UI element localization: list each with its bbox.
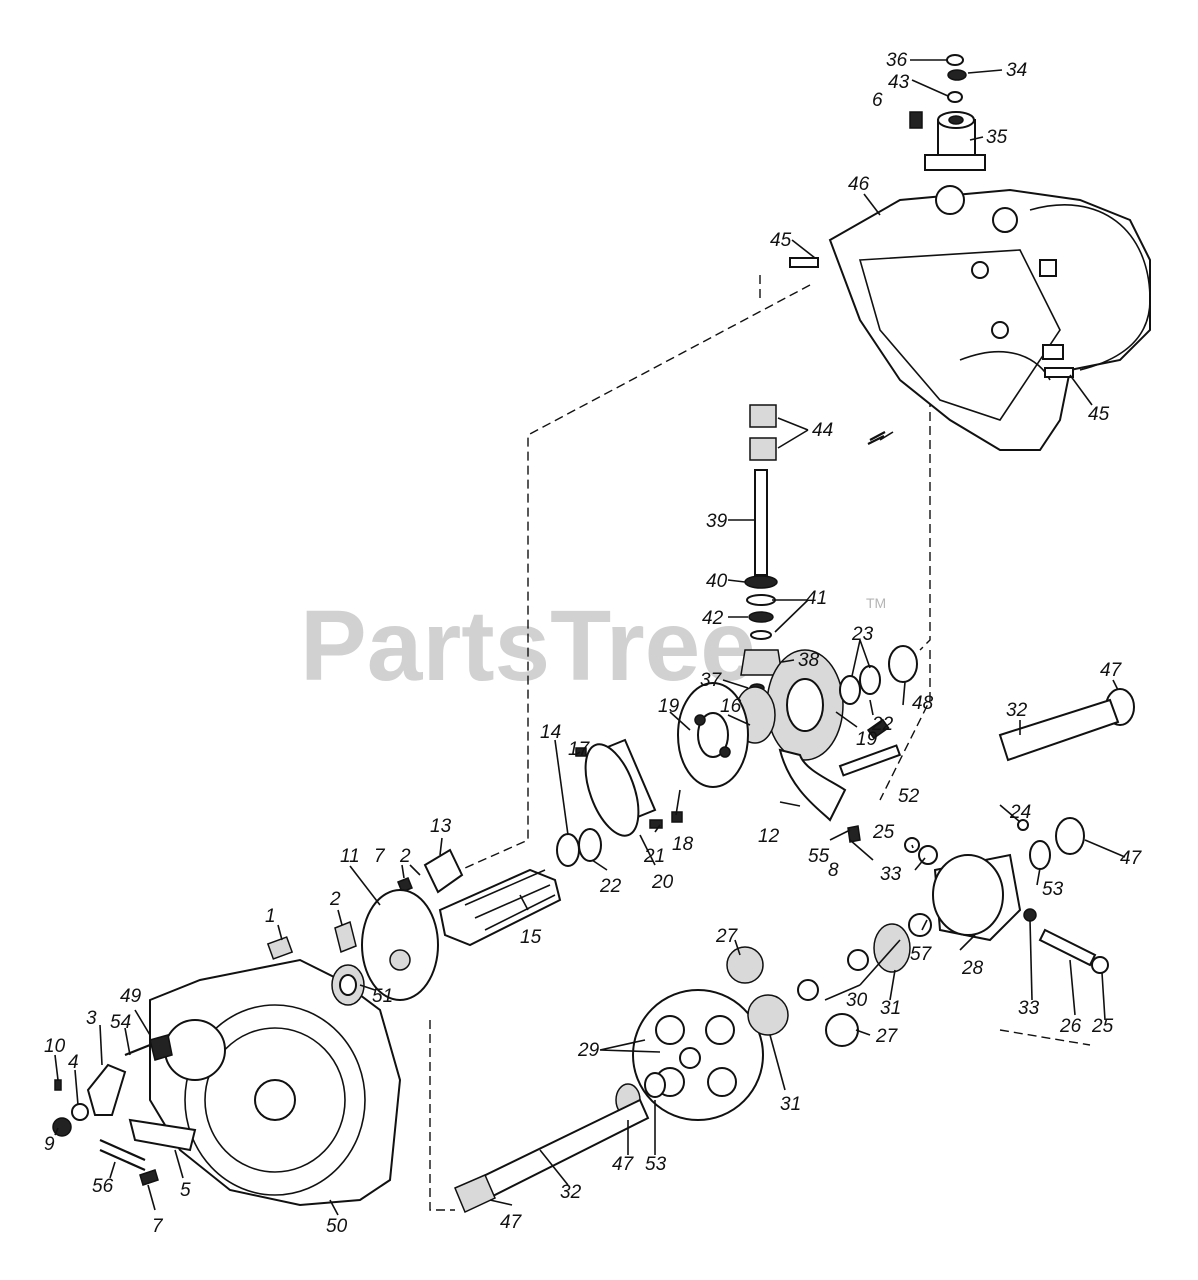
center-shaft-stack [740, 404, 783, 693]
callout-25-lower: 25 [1091, 1016, 1114, 1037]
callout-55: 55 [808, 846, 830, 867]
callout-23: 23 [851, 624, 874, 645]
callout-57: 57 [910, 944, 933, 965]
callout-31-upper: 31 [880, 998, 901, 1019]
callout-15: 15 [520, 927, 542, 948]
callout-47-right-lower: 47 [1120, 848, 1143, 869]
callout-17: 17 [568, 739, 591, 760]
callout-41: 41 [806, 588, 827, 609]
callout-54: 54 [110, 1012, 131, 1033]
callout-36: 36 [886, 50, 908, 71]
callout-50: 50 [326, 1216, 348, 1237]
callout-39: 39 [706, 511, 728, 532]
differential-assembly [677, 431, 918, 822]
callout-4: 4 [68, 1052, 79, 1073]
linkage-parts [52, 1034, 197, 1186]
callout-53-center: 53 [645, 1154, 667, 1175]
callout-3: 3 [86, 1008, 97, 1029]
callout-27-upper: 27 [715, 926, 739, 947]
callout-13: 13 [430, 816, 452, 837]
callout-32-right: 32 [1006, 700, 1028, 721]
callout-45-right: 45 [1088, 404, 1110, 425]
callout-30: 30 [846, 990, 868, 1011]
callout-45-upper: 45 [770, 230, 792, 251]
callout-37: 37 [700, 670, 723, 691]
leader-lines [54, 59, 1126, 1216]
callout-29: 29 [577, 1040, 600, 1061]
callout-25-upper: 25 [872, 822, 895, 843]
callout-42: 42 [702, 608, 724, 629]
callout-47-lower: 47 [500, 1212, 523, 1233]
callout-16: 16 [720, 696, 742, 717]
housing-lower-50 [149, 936, 402, 1207]
callout-9: 9 [44, 1134, 55, 1155]
callout-56: 56 [92, 1176, 114, 1197]
watermark-tm: TM [866, 595, 886, 611]
callout-20: 20 [651, 872, 674, 893]
callout-26: 26 [1059, 1016, 1082, 1037]
callout-32-lower: 32 [560, 1182, 582, 1203]
callout-35: 35 [986, 127, 1008, 148]
callout-12: 12 [758, 826, 780, 847]
callout-18: 18 [672, 834, 694, 855]
callout-49: 49 [120, 986, 142, 1007]
callout-24: 24 [1009, 802, 1031, 823]
callout-22-right: 22 [871, 714, 894, 735]
callout-48: 48 [912, 693, 934, 714]
callout-44: 44 [812, 420, 833, 441]
callout-5: 5 [180, 1180, 191, 1201]
callout-19-left: 19 [658, 696, 680, 717]
callout-27-lower: 27 [875, 1026, 899, 1047]
callout-43: 43 [888, 72, 910, 93]
assembly-dashed-lines [429, 275, 1091, 1211]
callout-1: 1 [265, 906, 276, 927]
callout-11: 11 [340, 846, 360, 867]
callout-51: 51 [372, 986, 393, 1007]
callout-19-right: 19 [856, 729, 878, 750]
middle-parts [334, 738, 683, 1001]
housing-upper-46 [828, 185, 1151, 451]
callout-8: 8 [828, 860, 839, 881]
callout-47-right-upper: 47 [1100, 660, 1123, 681]
lower-gears [454, 688, 1135, 1214]
callout-6: 6 [872, 90, 883, 111]
callout-7-upper: 7 [374, 846, 386, 867]
callout-46: 46 [848, 174, 870, 195]
callout-47-center: 47 [612, 1154, 635, 1175]
callout-10: 10 [44, 1036, 66, 1057]
callout-38: 38 [798, 650, 820, 671]
callout-7-lower: 7 [152, 1216, 164, 1237]
callout-28: 28 [961, 958, 984, 979]
callout-22-left: 22 [599, 876, 622, 897]
callout-40: 40 [706, 571, 728, 592]
callout-14: 14 [540, 722, 561, 743]
callout-53-right: 53 [1042, 879, 1064, 900]
callout-21: 21 [643, 846, 665, 867]
upper-hardware [789, 54, 1074, 378]
callout-labels: 36 34 43 6 35 46 45 45 44 39 40 41 42 23… [44, 50, 1143, 1237]
callout-33-upper: 33 [880, 864, 902, 885]
callout-34: 34 [1006, 60, 1027, 81]
callout-33-lower: 33 [1018, 998, 1040, 1019]
callout-2-lower: 2 [329, 889, 341, 910]
callout-52: 52 [898, 786, 920, 807]
callout-31-lower: 31 [780, 1094, 801, 1115]
callout-2-upper: 2 [399, 846, 411, 867]
